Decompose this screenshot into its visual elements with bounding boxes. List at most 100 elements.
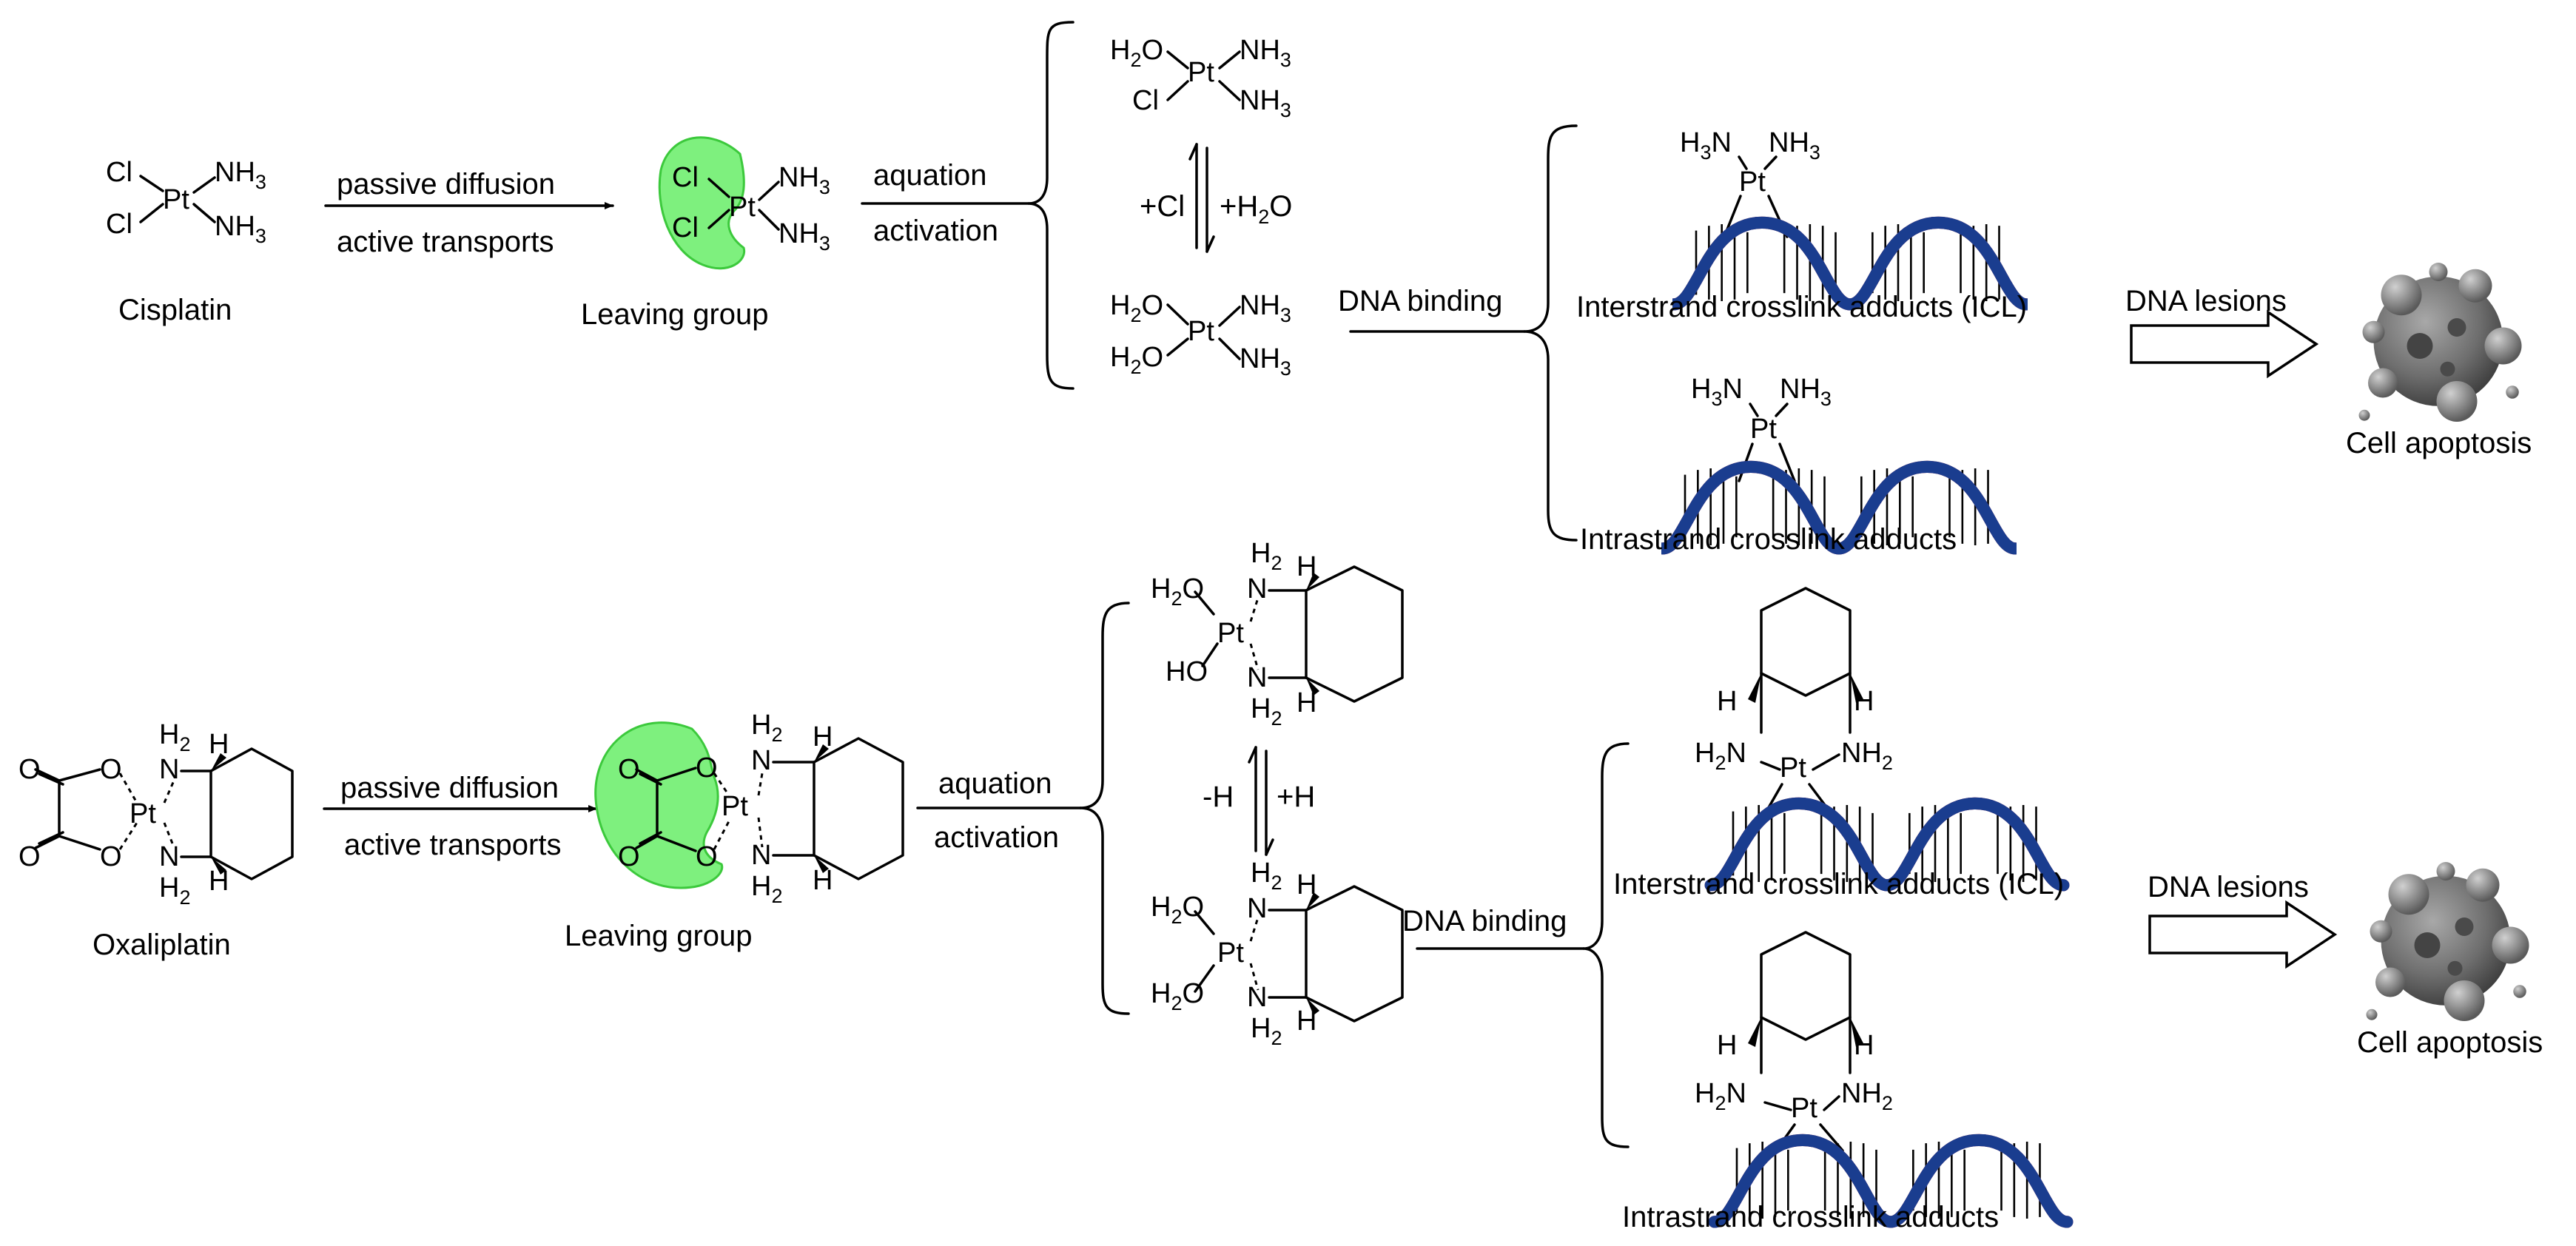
leaving-group-label: Leaving group xyxy=(565,920,753,952)
svg-text:H2O: H2O xyxy=(1110,35,1163,71)
top-aquation: aquation activation xyxy=(861,21,1075,390)
svg-text:H2O: H2O xyxy=(1151,573,1204,610)
svg-text:H: H xyxy=(813,721,833,752)
top-dna-binding: DNA binding xyxy=(1338,124,1578,542)
pt-atom: Pt xyxy=(722,791,748,822)
bottom-transport-arrow: passive diffusion active transports xyxy=(323,772,598,861)
minus-h-label: -H xyxy=(1203,781,1234,813)
svg-text:H: H xyxy=(813,865,833,896)
nh3-group: NH3 xyxy=(215,211,266,247)
svg-text:NH3: NH3 xyxy=(1240,35,1291,71)
svg-text:NH3: NH3 xyxy=(1240,343,1291,380)
bottom-lesion-arrow: DNA lesions Cell apoptosis xyxy=(2148,862,2543,1059)
svg-text:H2N: H2N xyxy=(1695,738,1746,774)
svg-text:H2O: H2O xyxy=(1151,892,1204,928)
n-atom: N xyxy=(1247,982,1267,1013)
n-atom: N xyxy=(751,745,771,776)
pt-atom: Pt xyxy=(1217,618,1244,649)
top-equilibrium-arrows: +Cl +H2O xyxy=(1140,143,1292,253)
leaving-group-label: Leaving group xyxy=(581,298,769,331)
svg-text:H2: H2 xyxy=(1251,538,1282,574)
cl-atom: Cl xyxy=(106,157,132,188)
cisplatin-label: Cisplatin xyxy=(118,294,232,326)
top-transport-arrow: passive diffusion active transports xyxy=(324,168,614,258)
svg-text:H: H xyxy=(1297,869,1316,900)
apoptotic-cell-icon xyxy=(2358,263,2522,422)
cl-atom: Cl xyxy=(1132,85,1159,116)
nh3-group: NH3 xyxy=(215,157,266,193)
nh3-group: NH3 xyxy=(778,218,830,255)
svg-text:H2O: H2O xyxy=(1110,342,1163,378)
top-aqua-species-2: H2O H2O Pt NH3 NH3 xyxy=(1110,290,1291,380)
svg-text:H: H xyxy=(209,866,229,897)
pt-atom: Pt xyxy=(1188,316,1214,347)
n-atom: N xyxy=(1247,573,1267,605)
svg-text:H2: H2 xyxy=(751,710,782,746)
aquation-label: aquation xyxy=(873,159,986,192)
pt-atom: Pt xyxy=(130,798,156,829)
passive-diffusion-label: passive diffusion xyxy=(340,772,559,804)
svg-text:H2N: H2N xyxy=(1695,1078,1746,1114)
pt-atom: Pt xyxy=(1791,1093,1817,1124)
o-atom: O xyxy=(19,754,41,785)
n-atom: N xyxy=(1247,893,1267,924)
dna-binding-label: DNA binding xyxy=(1402,905,1567,937)
pt-atom: Pt xyxy=(1780,752,1806,784)
plus-h-label: +H xyxy=(1277,781,1315,813)
svg-text:H: H xyxy=(209,729,229,760)
bottom-aqua-species-2: H2O H2O Pt H2 N N H2 H H xyxy=(1151,858,1404,1049)
svg-text:H3N: H3N xyxy=(1691,374,1743,410)
activation-label: activation xyxy=(934,821,1059,854)
o-atom: O xyxy=(100,754,122,785)
bottom-leaving-group-complex: O O O O Pt H2 N N H2 H H Leaving group xyxy=(565,710,904,952)
svg-text:H2: H2 xyxy=(751,871,782,907)
icl-label: Interstrand crosslink adducts (ICL) xyxy=(1576,291,2027,323)
svg-text:H: H xyxy=(1297,551,1316,582)
svg-text:H3N: H3N xyxy=(1680,127,1732,164)
o-atom: O xyxy=(696,841,718,872)
intrastrand-label: Intrastrand crosslink adducts xyxy=(1622,1201,1999,1233)
cell-apoptosis-label: Cell apoptosis xyxy=(2357,1026,2543,1059)
active-transports-label: active transports xyxy=(337,226,554,258)
svg-text:NH3: NH3 xyxy=(1240,290,1291,326)
cl-atom: Cl xyxy=(106,209,132,240)
ho-group: HO xyxy=(1166,656,1208,687)
dna-lesions-label: DNA lesions xyxy=(2125,285,2287,317)
plus-cl-label: +Cl xyxy=(1140,190,1185,223)
o-atom: O xyxy=(618,754,640,785)
top-lesion-arrow: DNA lesions Cell apoptosis xyxy=(2125,263,2532,459)
svg-text:NH3: NH3 xyxy=(1780,374,1832,410)
top-icl-adduct: H3N NH3 Pt Interstrand crosslink adducts… xyxy=(1576,127,2027,323)
bottom-aquation: aquation activation xyxy=(916,602,1130,1015)
top-intrastrand-adduct: H3N NH3 Pt Intrastrand crosslink adducts xyxy=(1580,374,2015,556)
svg-text:H: H xyxy=(1854,686,1874,717)
svg-text:H: H xyxy=(1854,1030,1874,1061)
top-aqua-species-1: H2O Cl Pt NH3 NH3 xyxy=(1110,35,1291,121)
o-atom: O xyxy=(19,841,41,872)
o-atom: O xyxy=(100,841,122,872)
cisplatin-structure: Cl Cl Pt NH3 NH3 Cisplatin xyxy=(106,157,266,326)
svg-text:H2O: H2O xyxy=(1110,290,1163,326)
o-atom: O xyxy=(618,841,640,872)
dna-binding-label: DNA binding xyxy=(1338,285,1502,317)
dna-lesions-label: DNA lesions xyxy=(2148,871,2309,903)
pt-atom: Pt xyxy=(1217,937,1244,969)
cell-apoptosis-label: Cell apoptosis xyxy=(2346,427,2532,459)
svg-text:H: H xyxy=(1717,686,1737,717)
svg-text:H: H xyxy=(1297,1006,1316,1037)
n-atom: N xyxy=(159,754,179,785)
oxaliplatin-label: Oxaliplatin xyxy=(93,929,231,961)
n-atom: N xyxy=(1247,662,1267,693)
bottom-intrastrand-adduct: H H H2N NH2 Pt Intrastrand crosslink add… xyxy=(1622,931,2067,1233)
oxaliplatin-structure: O O O O Pt H2 N N H2 H H Oxaliplatin xyxy=(19,719,294,961)
svg-text:H: H xyxy=(1297,687,1316,718)
cl-atom: Cl xyxy=(672,212,699,243)
nh3-group: NH3 xyxy=(778,162,830,198)
bottom-dna-binding: DNA binding xyxy=(1402,742,1630,1148)
svg-text:H: H xyxy=(1717,1030,1737,1061)
svg-text:H2: H2 xyxy=(159,719,190,755)
aquation-label: aquation xyxy=(938,767,1052,800)
svg-text:H2: H2 xyxy=(1251,858,1282,894)
pt-atom: Pt xyxy=(1750,414,1777,445)
